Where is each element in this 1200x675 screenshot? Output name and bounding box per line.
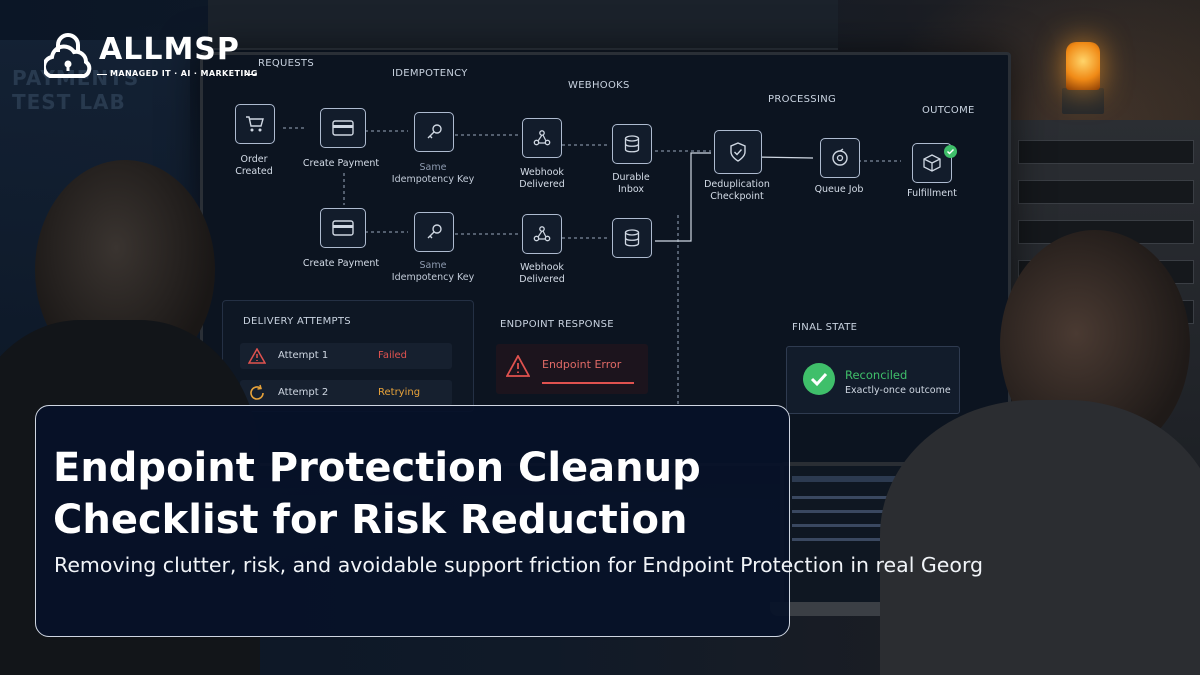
inbox-node [612, 124, 652, 164]
final-state-card: Reconciled Exactly-once outcome [786, 346, 960, 414]
attempt-label-1: Attempt 1 [278, 350, 329, 361]
idempotency-key-node-1 [414, 112, 454, 152]
logo-rule-right [246, 74, 256, 75]
webhook-icon [533, 130, 551, 146]
final-state-detail: Exactly-once outcome [845, 385, 951, 396]
stage-processing: PROCESSING [768, 94, 837, 105]
article-title-card [35, 405, 790, 637]
brand-name: ALLMSP [99, 32, 240, 67]
cart-icon [246, 116, 264, 132]
database-icon [624, 135, 640, 153]
stage-requests: REQUESTS [258, 58, 314, 69]
lock-cloud-icon [44, 33, 92, 78]
retry-icon [250, 384, 264, 400]
final-state-status: Reconciled [845, 368, 908, 382]
webhook-node-1 [522, 118, 562, 158]
order-node [235, 104, 275, 144]
endpoint-error-text: Endpoint Error [542, 358, 622, 371]
credit-card-icon [332, 220, 354, 236]
article-title-line1: Endpoint Protection Cleanup [53, 445, 701, 491]
stage-idempotency: IDEMPOTENCY [392, 68, 468, 79]
webhook-icon [533, 226, 551, 242]
person-right-body [880, 400, 1200, 675]
create-payment-node-2 [320, 208, 366, 248]
create-payment-label-2: Create Payment [302, 258, 380, 269]
create-payment-node-1 [320, 108, 366, 148]
wall-sign-line2: TEST LAB [12, 90, 126, 114]
delivery-attempts-title: DELIVERY ATTEMPTS [243, 316, 351, 327]
key-icon [427, 224, 442, 239]
attempt-status-2: Retrying [378, 387, 421, 398]
attempt-label-2: Attempt 2 [278, 387, 329, 398]
wall-sign: PAYMENTS TEST LAB [12, 66, 139, 114]
database-icon [624, 229, 640, 247]
warning-beacon-icon [1066, 42, 1100, 90]
article-title: Endpoint Protection Cleanup Checklist fo… [53, 442, 783, 546]
stage-outcome: OUTCOME [922, 105, 975, 116]
fulfillment-label: Fulfillment [907, 188, 957, 199]
check-circle-icon [944, 145, 957, 158]
final-state-title: FINAL STATE [792, 322, 858, 333]
attempt-row-1: Attempt 1 Failed [240, 343, 452, 369]
brand-logo: ALLMSP MANAGED IT · AI · MARKETING [44, 32, 264, 84]
dedup-node [714, 130, 762, 174]
upper-monitor [208, 0, 838, 50]
queue-node [820, 138, 860, 178]
endpoint-error-box: Endpoint Error [496, 344, 648, 394]
logo-rule-left [97, 74, 107, 75]
shield-check-icon [730, 142, 746, 162]
queue-gear-icon [832, 148, 848, 166]
article-subtitle: Removing clutter, risk, and avoidable su… [54, 553, 984, 577]
attempt-row-2: Attempt 2 Retrying [240, 380, 452, 406]
endpoint-response-title: ENDPOINT RESPONSE [500, 319, 614, 330]
inbox-node-2 [612, 218, 652, 258]
stage-webhooks: WEBHOOKS [568, 80, 630, 91]
webhook-node-2 [522, 214, 562, 254]
error-warning-icon [506, 355, 530, 377]
reconciled-check-icon [803, 363, 835, 395]
flow-connectors [283, 127, 901, 407]
beacon-base [1062, 88, 1104, 114]
credit-card-icon [332, 120, 354, 136]
attempt-status-1: Failed [378, 350, 408, 361]
idempotency-key-node-2 [414, 212, 454, 252]
queue-label: Queue Job [814, 184, 864, 195]
brand-tagline: MANAGED IT · AI · MARKETING [110, 69, 258, 78]
article-title-line2: Checklist for Risk Reduction [53, 497, 688, 543]
create-payment-label-1: Create Payment [302, 158, 380, 169]
key-icon [427, 124, 442, 139]
error-underline [542, 382, 634, 384]
box-icon [923, 154, 941, 172]
warning-icon [248, 348, 266, 364]
